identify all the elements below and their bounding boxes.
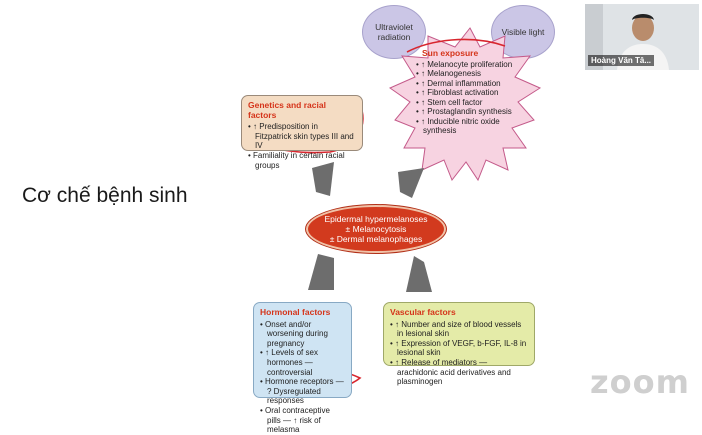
center-line-2: ± Melanocytosis	[345, 224, 407, 234]
hormonal-item: • Oral contraceptive pills — ↑ risk of m…	[260, 405, 330, 435]
vascular-title: Vascular factors	[390, 307, 456, 317]
vascular-item: • ↑ Expression of VEGF, b-FGF, IL-8 in l…	[390, 338, 527, 358]
epidermal-hypermelanoses-oval: Epidermal hypermelanoses ± Melanocytosis…	[306, 205, 446, 253]
genetics-item: • ↑ Predisposition in Fitzpatrick skin t…	[248, 122, 354, 151]
hormonal-list: • Onset and/or worsening during pregnanc…	[260, 320, 345, 435]
arrow-vascular-up	[406, 256, 432, 292]
arrow-genetics-down	[312, 162, 334, 196]
sun-item: • ↑ Fibroblast activation	[416, 88, 499, 97]
sun-exposure-block: Sun exposure • ↑ Melanocyte proliferatio…	[416, 48, 524, 136]
slide-title: Cơ chế bệnh sinh	[22, 184, 188, 207]
hormonal-title: Hormonal factors	[260, 307, 331, 317]
sun-item: • ↑ Prostaglandin synthesis	[416, 107, 512, 116]
vascular-item: • ↑ Number and size of blood vessels in …	[390, 319, 522, 339]
uv-radiation-circle: Ultraviolet radiation	[362, 5, 426, 59]
participant-name: Hoàng Văn Tâ...	[588, 55, 655, 66]
hormonal-item: • ↑ Levels of sex hormones — controversi…	[260, 348, 318, 377]
sun-item: • ↑ Melanocyte proliferation	[416, 59, 513, 69]
genetics-item: • Familiality in certain racial groups	[248, 150, 345, 170]
sun-starburst	[388, 27, 542, 182]
sun-exposure-list: • ↑ Melanocyte proliferation • ↑ Melanog…	[416, 60, 524, 136]
sun-exposure-title: Sun exposure	[422, 48, 479, 58]
sun-item: • ↑ Stem cell factor	[416, 97, 483, 107]
uv-radiation-label: Ultraviolet radiation	[375, 22, 413, 42]
vascular-item: • ↑ Release of mediators — arachidonic a…	[390, 357, 511, 387]
center-line-3: ± Dermal melanophages	[329, 234, 423, 244]
genetics-list: • ↑ Predisposition in Fitzpatrick skin t…	[248, 122, 356, 170]
genetics-racial-box: Genetics and racial factors • ↑ Predispo…	[241, 95, 363, 170]
visible-light-label: Visible light	[501, 27, 545, 37]
arrow-hormonal-up	[308, 254, 334, 290]
arrow-sun-down	[398, 168, 424, 198]
vascular-list: • ↑ Number and size of blood vessels in …	[390, 320, 528, 387]
zoom-watermark: zoom	[590, 363, 690, 401]
sun-item: • ↑ Inducible nitric oxide synthesis	[416, 116, 500, 136]
vascular-factors-box: Vascular factors • ↑ Number and size of …	[383, 302, 535, 386]
annotation-scribble-sun	[406, 38, 506, 53]
center-line-1: Epidermal hypermelanoses	[324, 214, 428, 224]
hormonal-item: • Hormone receptors — ? Dysregulated res…	[260, 377, 344, 406]
sun-item: • ↑ Melanogenesis	[416, 69, 482, 78]
hormonal-item: • Onset and/or worsening during pregnanc…	[260, 319, 328, 348]
hormonal-factors-box: Hormonal factors • Onset and/or worsenin…	[253, 302, 352, 434]
visible-light-circle: Visible light	[491, 5, 555, 59]
genetics-title: Genetics and racial factors	[248, 100, 326, 120]
sun-item: • ↑ Dermal inflammation	[416, 78, 501, 88]
